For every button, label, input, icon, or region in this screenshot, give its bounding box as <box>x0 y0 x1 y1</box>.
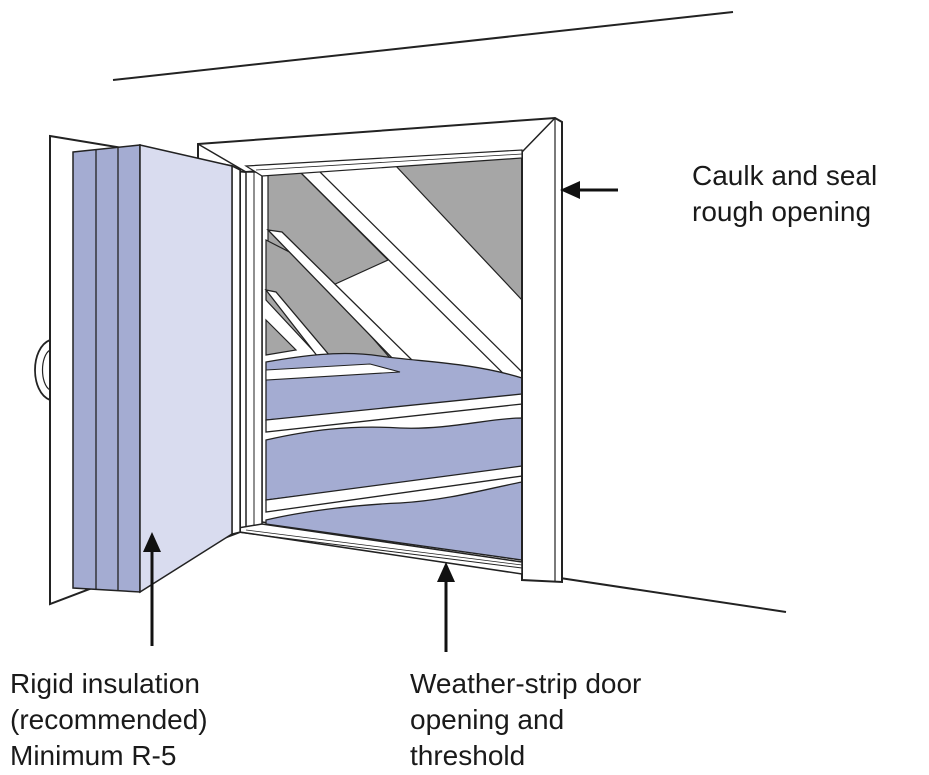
weather-label-line: opening and <box>410 704 565 735</box>
caulk-label: Caulk and seal rough opening <box>692 158 877 230</box>
door-handle <box>34 339 51 401</box>
arrow-rigid <box>143 532 161 646</box>
floor-joist <box>265 363 401 381</box>
rigid-insulation-edge <box>72 144 141 593</box>
arrow-weather <box>437 562 455 652</box>
arrow-caulk <box>560 181 618 199</box>
door-slab <box>34 134 241 606</box>
caulk-label-line: rough opening <box>692 196 872 227</box>
roof-deck <box>265 318 298 356</box>
rigid-insulation-face <box>139 144 233 594</box>
attic-interior <box>261 151 523 561</box>
caulk-label-line: Caulk and seal <box>692 160 878 191</box>
weather-label-line: threshold <box>410 740 526 771</box>
rigid-label-line: (recommended) <box>10 704 208 735</box>
floor-line <box>559 577 787 613</box>
rigid-label-line: Rigid insulation <box>10 668 200 699</box>
floor-insulation <box>265 481 523 561</box>
floor-insulation <box>265 417 523 501</box>
weather-label-line: Weather-strip door <box>410 668 642 699</box>
rigid-label-line: Minimum R-5 <box>10 740 177 771</box>
weather-strip-label: Weather-strip door opening and threshold <box>410 666 641 774</box>
ceiling-line <box>112 11 734 81</box>
rigid-insulation-label: Rigid insulation (recommended) Minimum R… <box>10 666 208 774</box>
door-frame <box>197 116 563 584</box>
